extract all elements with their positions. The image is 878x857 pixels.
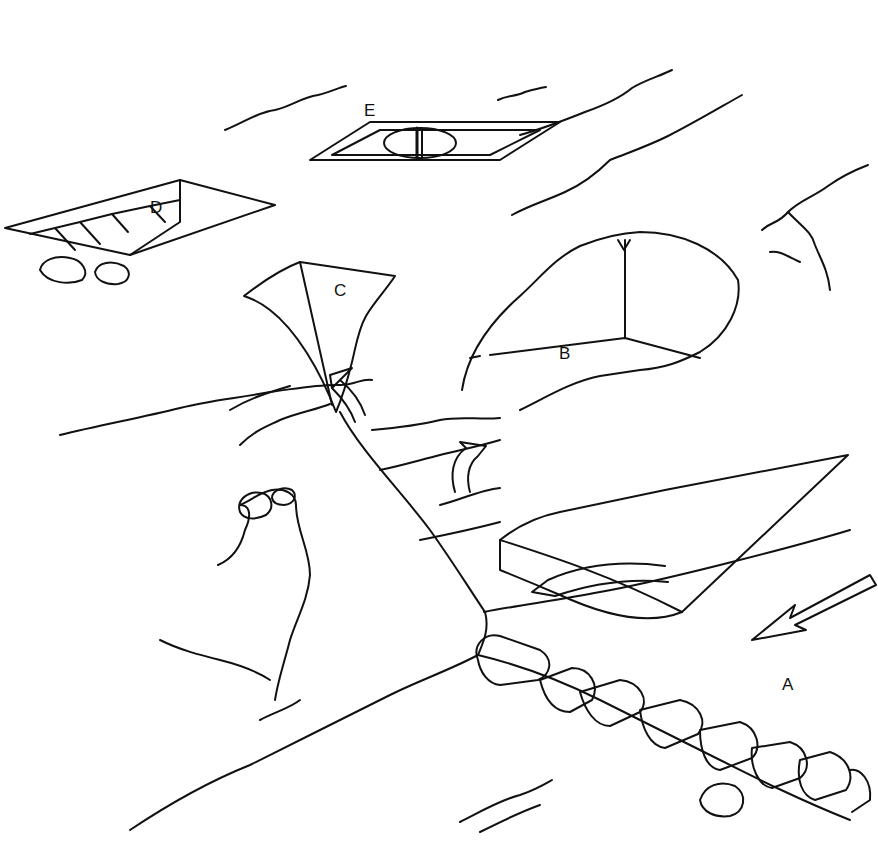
rock-crack — [520, 70, 672, 135]
rubble-wall — [640, 700, 702, 748]
rock-slope — [240, 490, 310, 700]
rock-crack — [788, 212, 830, 290]
funnel-cutting — [244, 262, 395, 412]
flow-arrow — [453, 442, 486, 492]
funnel-edge — [300, 262, 332, 405]
basin-cutting — [332, 130, 540, 155]
part-letter: E — [364, 102, 375, 119]
rock-slope — [372, 418, 500, 540]
rock-chamber — [624, 240, 626, 338]
rubble-wall — [700, 722, 757, 770]
rubble-wall — [850, 770, 870, 812]
rock-slope — [240, 404, 330, 445]
basin-bar — [416, 128, 419, 158]
rock-slope — [130, 412, 487, 830]
part-letter: C — [334, 282, 346, 299]
rubble-stone — [272, 488, 295, 505]
rubble-wall — [477, 635, 550, 685]
stepped-pit — [130, 180, 180, 255]
pit-steps — [30, 200, 180, 250]
rubble-wall — [580, 680, 644, 726]
basin-hole — [384, 128, 456, 158]
rock-crack — [480, 805, 540, 832]
rock-slope — [230, 386, 290, 410]
rock-crack — [512, 95, 742, 215]
flow-arrow — [532, 564, 668, 596]
rock-crack — [762, 165, 868, 230]
rock-slope — [60, 380, 372, 435]
part-letter: B — [559, 345, 570, 362]
rubble-wall — [700, 784, 743, 817]
rock-crack — [770, 252, 800, 262]
basin-bar — [421, 128, 423, 158]
rubble-stone — [40, 257, 85, 283]
rock-chamber — [470, 338, 700, 358]
rock-crack — [498, 87, 546, 100]
rock-crack — [225, 86, 346, 130]
rubble-wall — [799, 752, 851, 800]
part-letter: D — [150, 199, 162, 216]
rock-chamber — [462, 232, 739, 410]
direction-arrow — [752, 575, 876, 640]
rock-slope — [484, 530, 850, 612]
rubble-stone — [239, 492, 271, 518]
rock-slope — [160, 640, 270, 680]
flow-arrow — [330, 368, 365, 422]
rock-ledge — [500, 540, 682, 612]
rubble-stone — [95, 263, 129, 285]
basin-cutting — [310, 122, 560, 160]
rock-slope — [218, 505, 249, 565]
rock-ledge — [500, 455, 848, 618]
rock-crack — [460, 780, 552, 822]
rock-chamber — [618, 240, 630, 250]
rock-slope — [260, 700, 300, 720]
stepped-pit — [5, 180, 275, 255]
part-letter: A — [782, 676, 793, 693]
